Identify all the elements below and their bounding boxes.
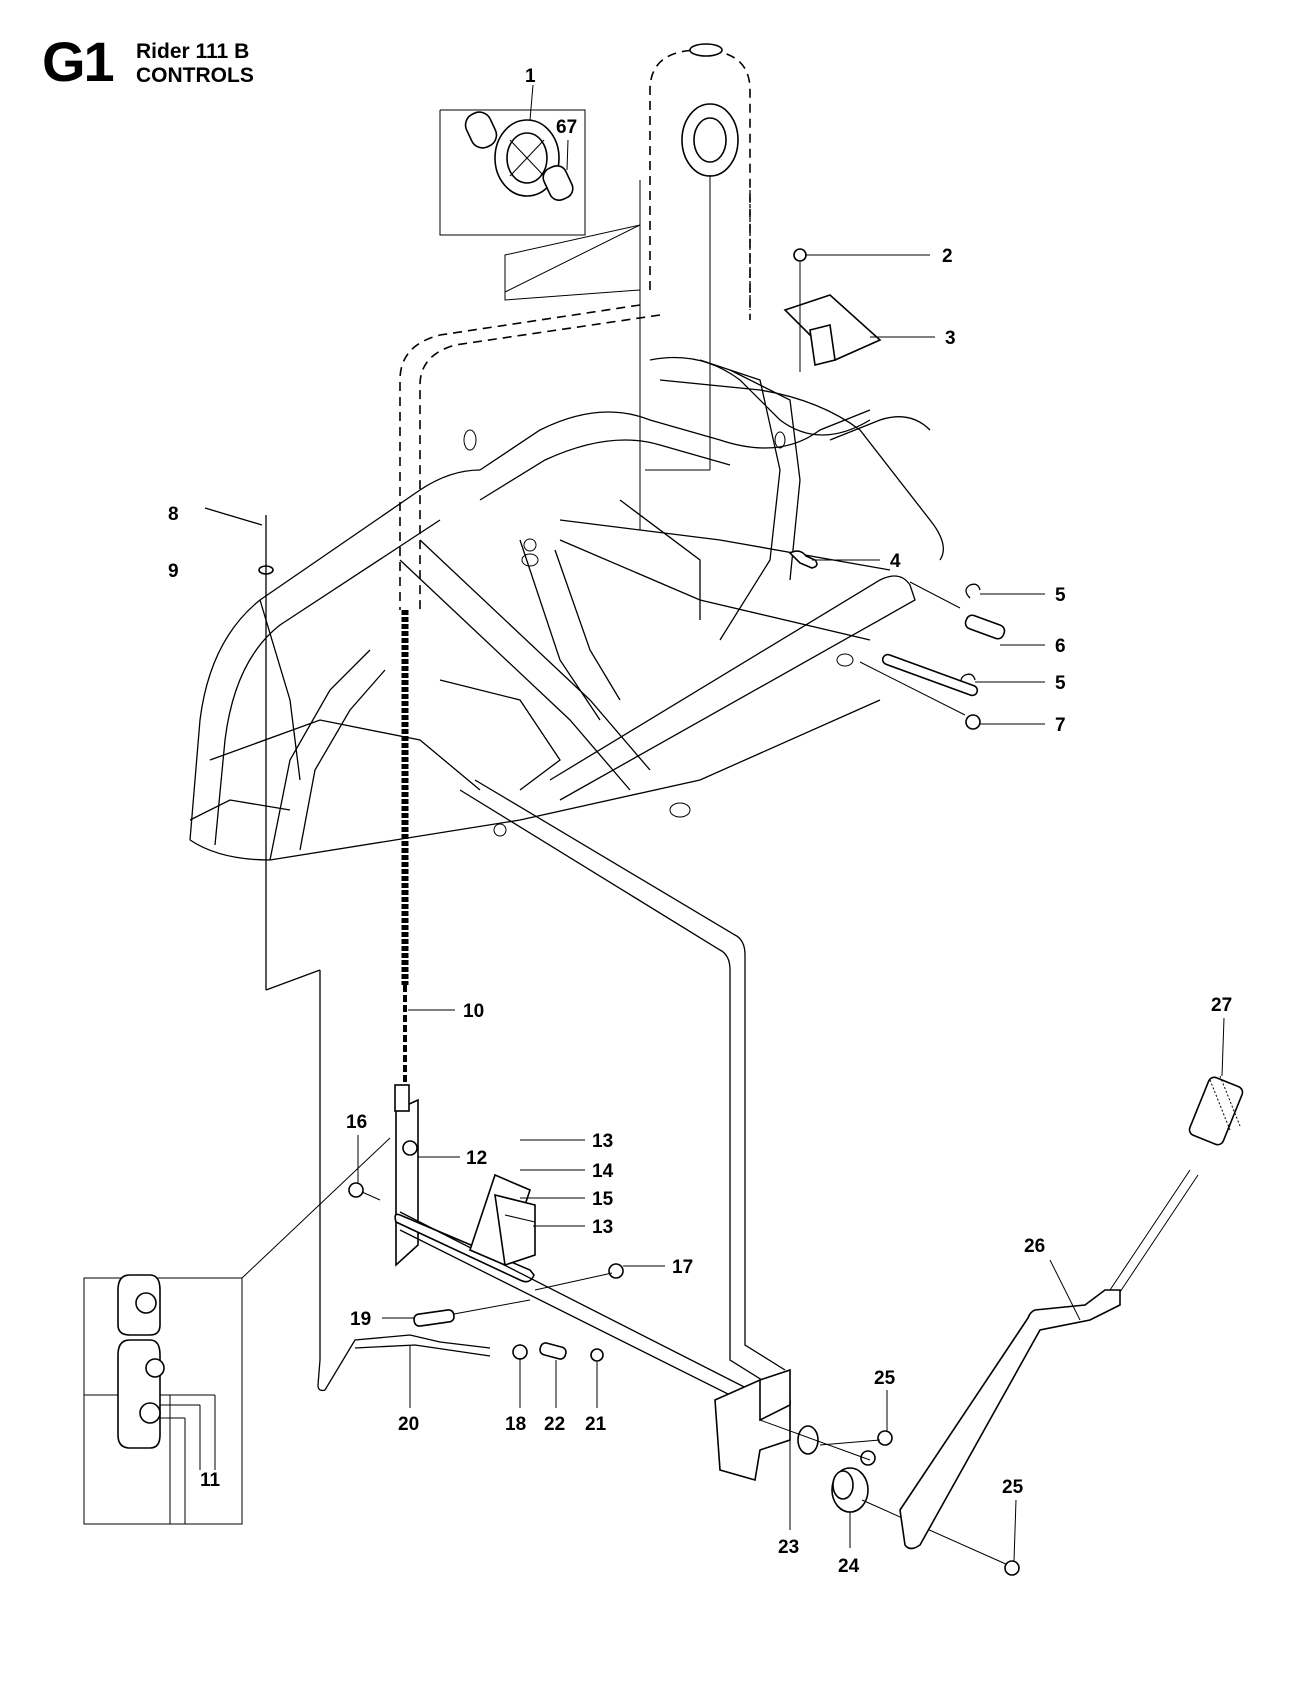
- callout-12: 12: [466, 1148, 487, 1169]
- callout-1: 1: [525, 66, 536, 87]
- left-rod: [204, 507, 321, 1360]
- callout-2: 2: [942, 246, 953, 267]
- callout-11: 11: [200, 1470, 221, 1491]
- callout-23: 23: [778, 1537, 799, 1558]
- callout-26: 26: [1024, 1236, 1045, 1257]
- callout-22: 22: [544, 1414, 565, 1435]
- callout-10: 10: [463, 1001, 484, 1022]
- group-name: CONTROLS: [136, 64, 254, 87]
- callout-3: 3: [945, 328, 956, 349]
- callout-5: 5: [1055, 585, 1066, 606]
- lever-and-knob: [899, 1075, 1244, 1550]
- callout-8: 8: [168, 504, 179, 525]
- callout-7: 7: [1055, 715, 1066, 736]
- callout-25-second: 25: [1002, 1477, 1024, 1498]
- lever-bracket: [714, 1368, 1020, 1576]
- rider-frame: [189, 356, 944, 861]
- callout-20: 20: [398, 1414, 419, 1435]
- callout-15: 15: [592, 1189, 614, 1210]
- callout-5-second: 5: [1055, 673, 1066, 694]
- callout-21: 21: [585, 1414, 607, 1435]
- control-rod: [459, 779, 786, 1386]
- callout-18: 18: [505, 1414, 526, 1435]
- section-code: G1: [42, 30, 115, 93]
- callout-16: 16: [346, 1112, 367, 1133]
- callout-19: 19: [350, 1309, 371, 1330]
- chain-detail-box: [83, 1137, 391, 1525]
- leader-lines: [357, 84, 1225, 1562]
- callout-4: 4: [890, 551, 901, 572]
- model-name: Rider 111 B: [136, 40, 250, 63]
- callout-25: 25: [874, 1368, 896, 1389]
- callout-14: 14: [592, 1161, 614, 1182]
- callout-labels: 1 67 2 3 4 5 6 5 7 8 9 10 11 12 13 14 15…: [168, 66, 1232, 1577]
- pulley-detail: [439, 109, 641, 301]
- callout-24: 24: [838, 1556, 860, 1577]
- callout-9: 9: [168, 561, 179, 582]
- callout-67: 67: [556, 117, 577, 138]
- pedal-shaft-assembly: [348, 1084, 761, 1411]
- throttle-cable: [317, 1334, 604, 1392]
- chain-loop: [399, 43, 751, 610]
- pins-and-clips: [788, 550, 1006, 730]
- callout-13-second: 13: [592, 1217, 613, 1238]
- callout-27: 27: [1211, 995, 1232, 1016]
- bracket-assembly: [783, 248, 882, 372]
- callout-13: 13: [592, 1131, 613, 1152]
- callout-6: 6: [1055, 636, 1066, 657]
- diagram-title: Rider 111 B CONTROLS: [136, 40, 254, 88]
- callout-17: 17: [672, 1257, 693, 1278]
